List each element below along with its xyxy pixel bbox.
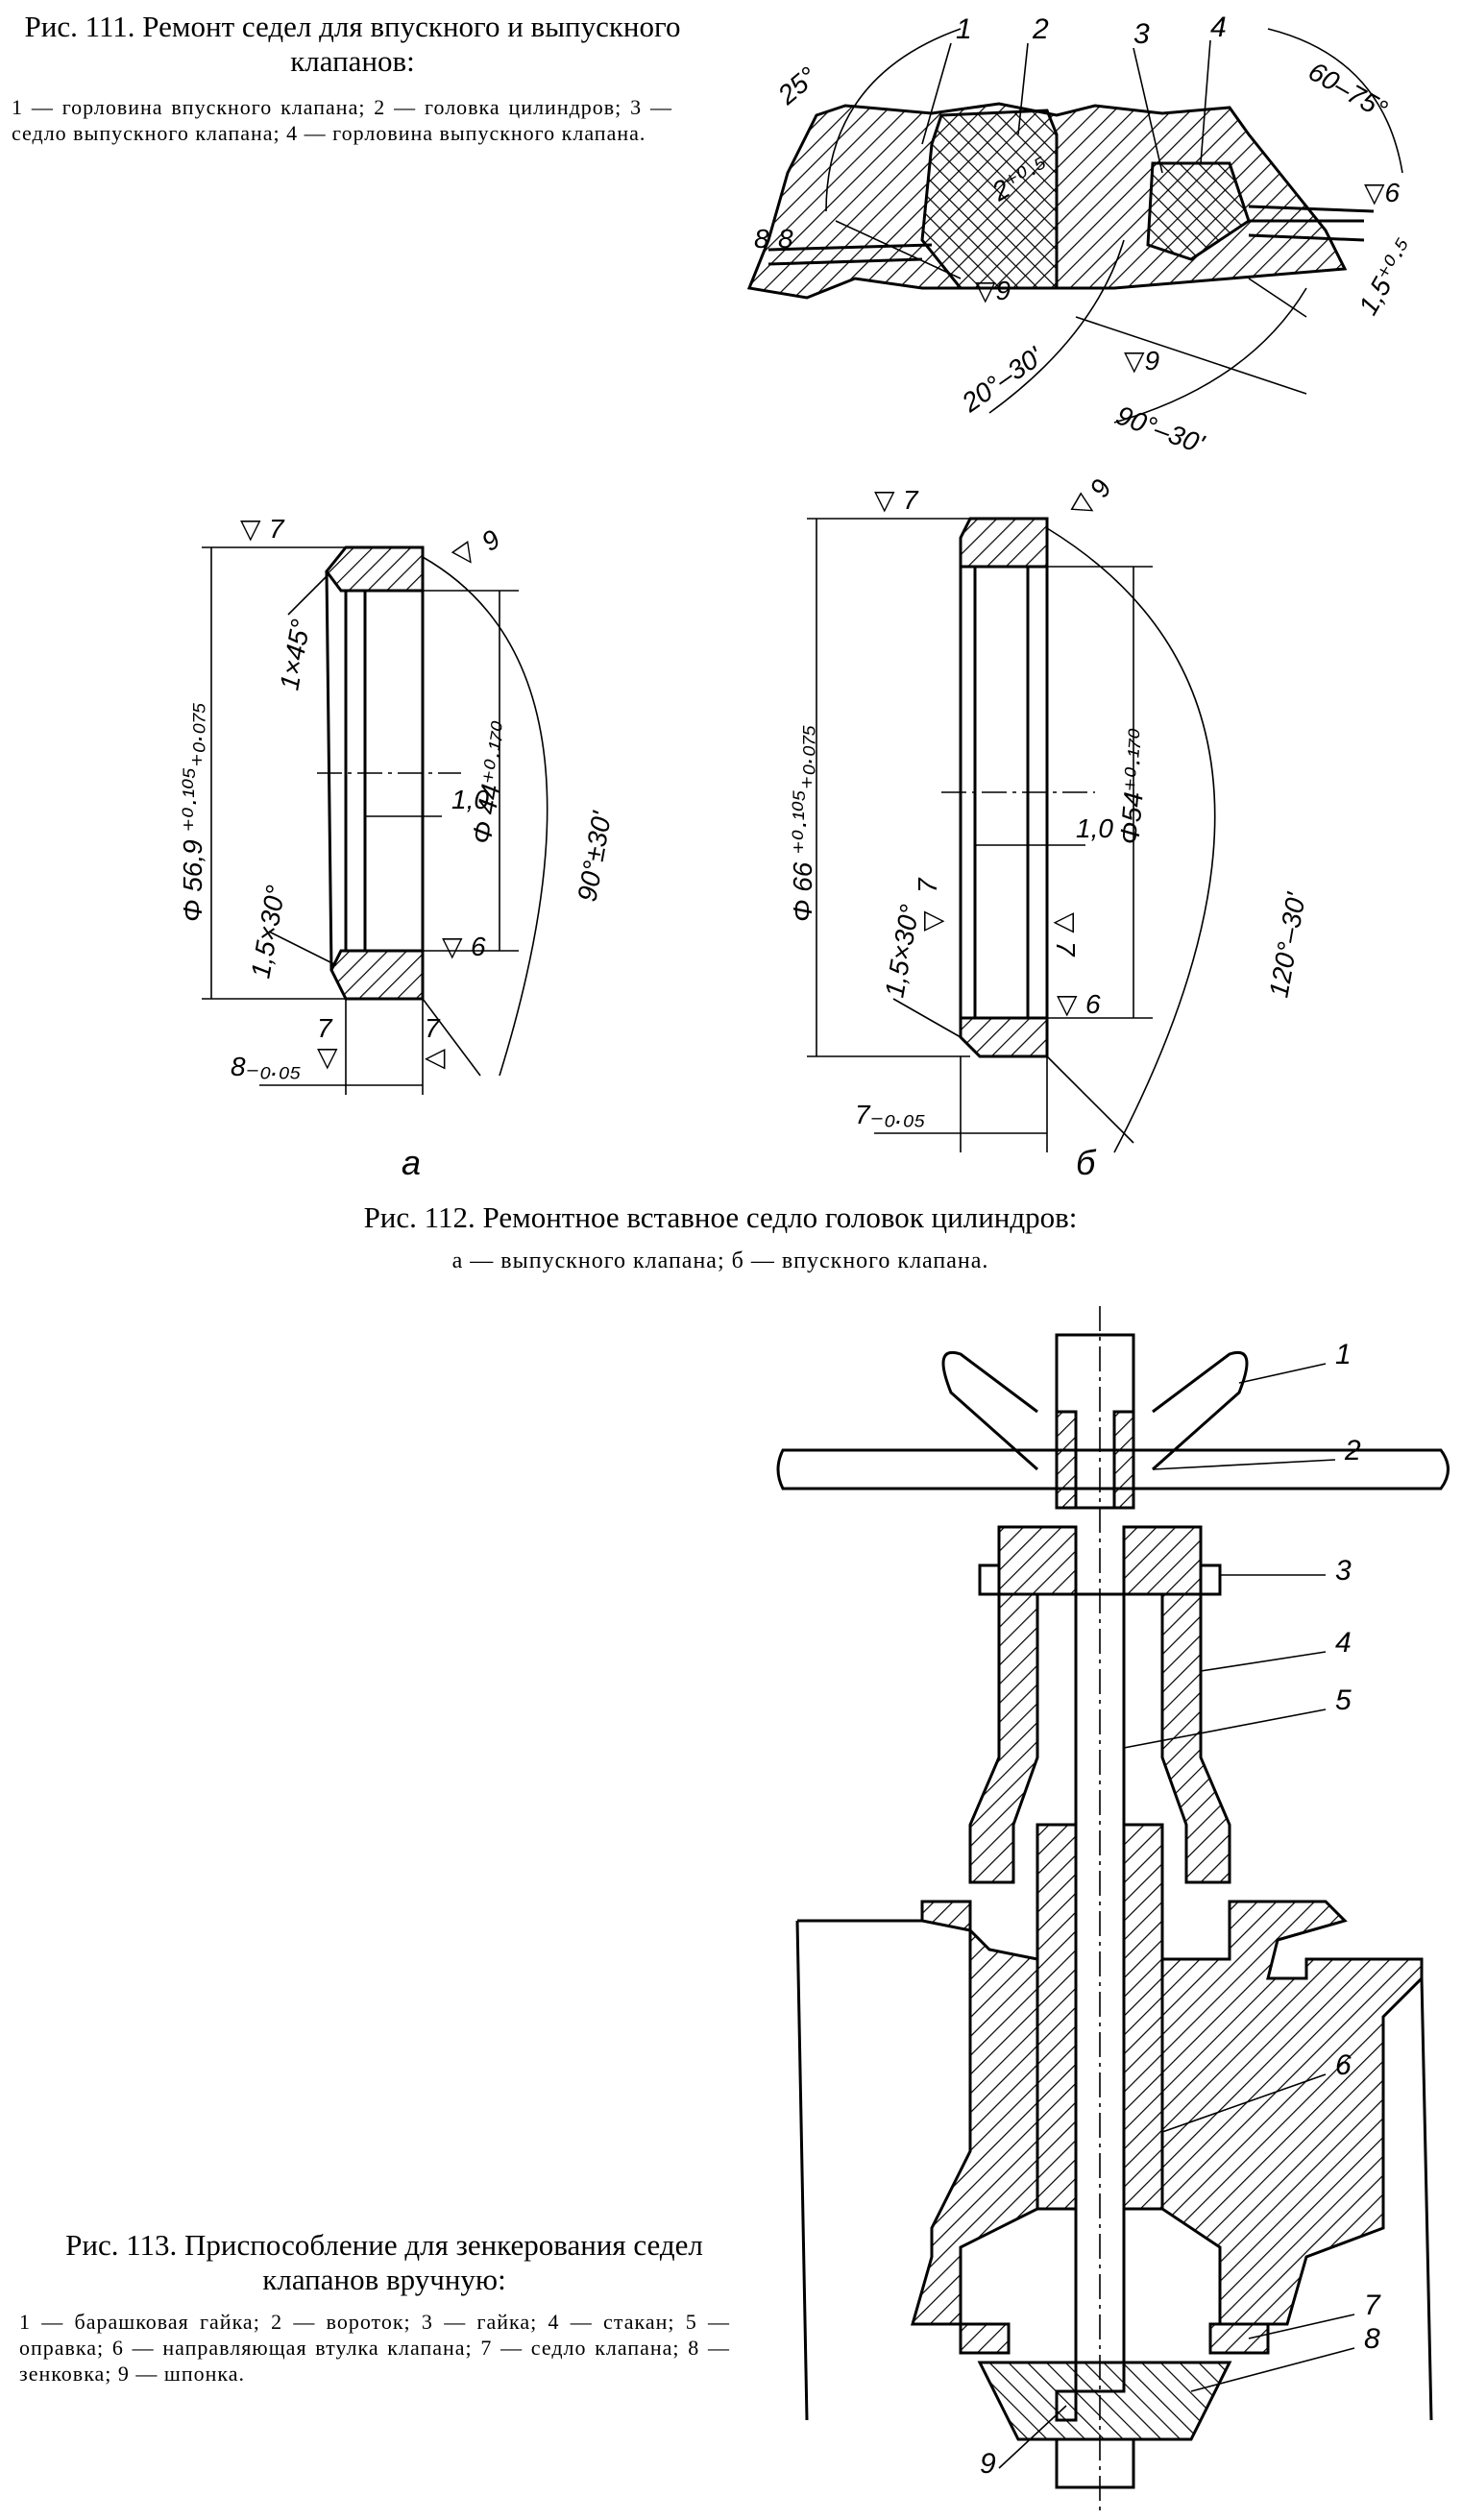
countersink-8: [977, 2361, 1232, 2441]
svg-text:8: 8: [778, 224, 793, 254]
seat-a-chamfer: 1×45°: [274, 618, 315, 693]
valve-seat-7: [959, 2322, 1011, 2355]
fig113-label-5: 5: [1335, 1684, 1352, 1716]
fig111-title: Рис. 111. Ремонт седел для впускного и в…: [24, 10, 681, 78]
guide-bush-6: [1036, 1823, 1078, 2211]
svg-text:7: 7: [903, 485, 919, 515]
seat-b-finish-top: ▽: [874, 485, 895, 515]
seat-a-finish-7b: ◁: [425, 1042, 446, 1072]
fig111-angle-90-30: 90°–30': [1112, 400, 1209, 460]
svg-text:7: 7: [913, 877, 942, 893]
fig111-finish-6: ▽6: [1364, 178, 1401, 207]
key-9: [1055, 2389, 1078, 2422]
seat-a-finish-6: ▽: [442, 932, 463, 961]
fig111-dim-1-5: 1,5⁺⁰·⁵: [1352, 233, 1420, 320]
wing-nut: [941, 1351, 1249, 1471]
fig111-label-2: 2: [1032, 13, 1049, 45]
seat-b-finish-7a: ▽: [917, 910, 947, 932]
fig113-label-9: 9: [980, 2448, 996, 2480]
svg-text:6: 6: [1085, 989, 1101, 1019]
svg-text:7: 7: [317, 1013, 333, 1043]
seat-b-finish-6: ▽: [1057, 989, 1078, 1019]
fig113-label-2: 2: [1344, 1435, 1361, 1466]
seat-a-dia-inner: Φ 44⁺⁰·¹⁷⁰: [466, 719, 517, 846]
seat-a-dia-outer: Φ 56,9 ⁺⁰·¹⁰⁵₊₀.₀₇₅: [178, 703, 207, 922]
cylinder-head-body: [911, 1900, 1039, 2326]
seat-b-thickness: 1,0: [1076, 813, 1113, 843]
svg-text:9: 9: [476, 524, 506, 557]
fig113-title: Рис. 113. Приспособление для зенкеровани…: [65, 2228, 703, 2296]
seat-a-angle: 90°±30': [572, 808, 617, 904]
tommy-bar: [776, 1448, 1450, 1490]
fig111-drawing: 1 2 3 4 25° 60–75° 20°–30' 90°–30' 2⁺⁰·⁵…: [746, 12, 1420, 460]
seat-b-angle: 120°–30': [1263, 889, 1311, 1000]
inlet-valve-seat: [920, 109, 1059, 290]
svg-text:7: 7: [1051, 941, 1081, 957]
fig112-sub-a: а: [402, 1143, 422, 1182]
fig112-sub-b: б: [1076, 1143, 1096, 1182]
svg-text:7: 7: [425, 1013, 441, 1043]
seat-b-top-section: [959, 517, 1049, 569]
fig111-finish-9b: ▽9: [1124, 346, 1159, 376]
fig112a-drawing: ▽ 7 ▽ 9 1×45° Φ 44⁺⁰·¹⁷⁰ Φ 56,9 ⁺⁰·¹⁰⁵₊₀…: [178, 514, 618, 1095]
seat-a-finish-9: ▽: [448, 535, 482, 571]
seat-a-finish-7a: ▽: [317, 1042, 338, 1072]
fig113-label-3: 3: [1335, 1555, 1352, 1587]
fig113-drawing: 1 2 3 4 5 6 7 8 9: [776, 1306, 1450, 2516]
seat-a-top-section: [325, 545, 425, 593]
fig111-label-1: 1: [956, 13, 972, 45]
fig111-angle-20-30: 20°–30': [956, 340, 1049, 418]
fig113-label-8: 8: [1364, 2323, 1380, 2355]
seat-a-finish-top: ▽: [240, 514, 261, 544]
fig111-label-3: 3: [1133, 18, 1150, 50]
seat-b-width: 7₋₀.₀₅: [855, 1100, 925, 1129]
fig113-label-6: 6: [1335, 2049, 1352, 2081]
fig112-legend: а — выпускного клапана; б — впускного кл…: [451, 1248, 989, 1273]
fig112b-drawing: ▽ 7 ▽ 9 Φ 66 ⁺⁰·¹⁰⁵₊₀.₀₇₅ Φ54⁺⁰·¹⁷⁰ 120°…: [788, 474, 1311, 1153]
fig113-label-7: 7: [1364, 2290, 1381, 2321]
fig113-label-4: 4: [1335, 1627, 1352, 1659]
fig113-label-1: 1: [1335, 1339, 1352, 1370]
nut-3: [997, 1525, 1078, 1596]
seat-b-finish-7b: ▽: [1051, 912, 1081, 933]
svg-text:7: 7: [269, 514, 285, 544]
fig111-angle-25: 25°: [771, 61, 822, 111]
cup-4: [968, 1592, 1039, 1884]
seat-b-dia-inner: Φ54⁺⁰·¹⁷⁰: [1114, 727, 1154, 845]
fig111-legend: 1 — горловина впускного клапана; 2 — гол…: [12, 95, 672, 145]
seat-a-thickness: 1,0: [451, 785, 489, 814]
fig111-angle-60-75: 60–75°: [1304, 56, 1393, 124]
svg-text:6: 6: [471, 932, 486, 961]
seat-b-dia-outer: Φ 66 ⁺⁰·¹⁰⁵₊₀.₀₇₅: [788, 725, 817, 922]
seat-a-bottom-section: [329, 949, 425, 1001]
fig113-legend: 1 — барашковая гайка; 2 — вороток; 3 — г…: [19, 2310, 730, 2386]
fig111-finish-9a: ▽9: [975, 276, 1011, 305]
fig111-finish-8: 8: [754, 224, 769, 254]
seat-a-chamfer2: 1,5×30°: [245, 884, 290, 981]
seat-a-width: 8₋₀.₀₅: [231, 1052, 301, 1081]
outlet-valve-seat: [1146, 161, 1251, 261]
fig111-label-4: 4: [1210, 12, 1227, 43]
fig112-title: Рис. 112. Ремонтное вставное седло голов…: [363, 1200, 1078, 1234]
seat-b-bottom-section: [959, 1016, 1049, 1058]
